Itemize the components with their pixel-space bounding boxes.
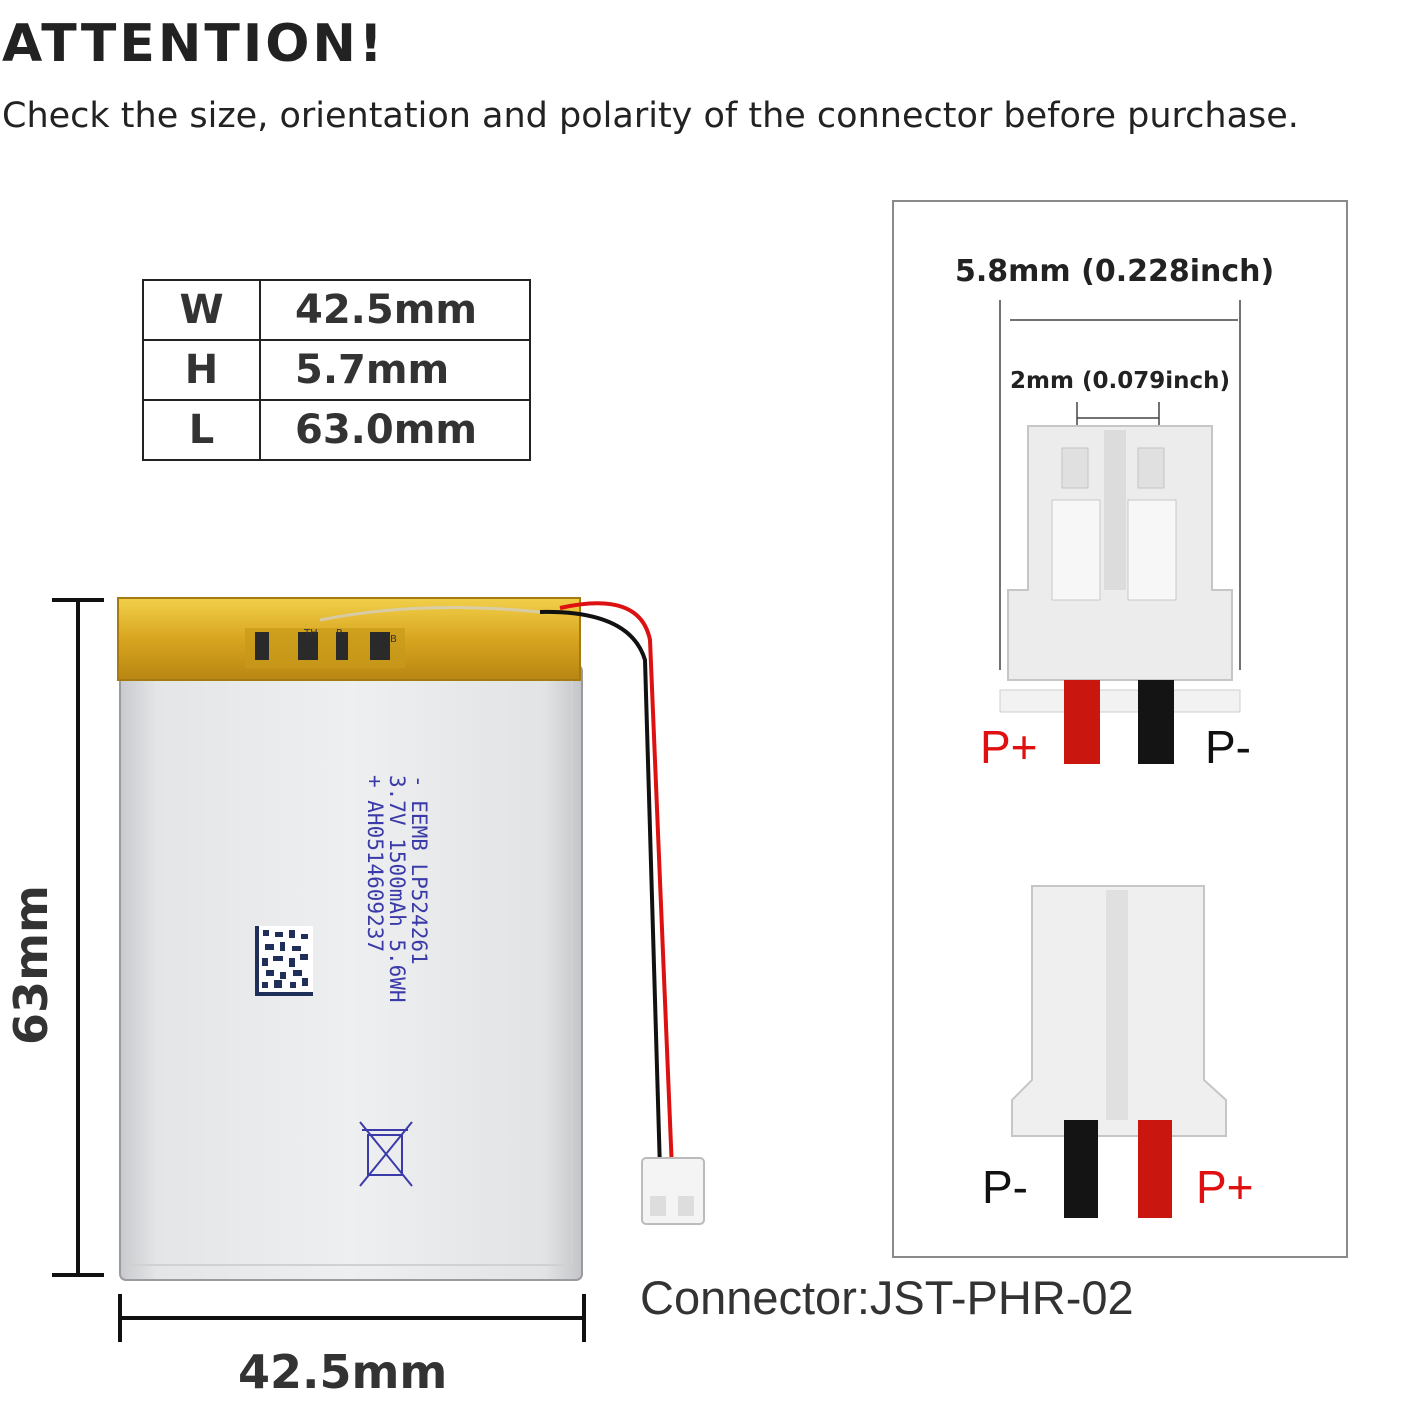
height-label: 63mm [0, 880, 62, 1050]
polarity-negative-label: P- [1205, 721, 1251, 773]
dimension-key: H [142, 339, 261, 401]
polarity-negative-label: P- [982, 1161, 1028, 1213]
battery-print-line: 3.7V 1500mAh 5.6WH [385, 775, 409, 1003]
connector-top-view [999, 425, 1241, 764]
page-title: ATTENTION! [2, 14, 386, 74]
battery-wires [539, 601, 674, 1171]
dimension-value: 63.0mm [259, 399, 531, 461]
battery-connector [641, 1157, 705, 1225]
connector-model-label: Connector:JST-PHR-02 [640, 1271, 1134, 1324]
outer-width-dimension [999, 300, 1241, 670]
dimension-key: W [142, 279, 261, 341]
battery-illustration: TH P- B - EEMB LP524261 3.7V 1500mAh 5.6… [52, 597, 705, 1342]
battery-foil-tab: TH P- B [117, 597, 581, 681]
tab-mark: B [390, 634, 397, 645]
dimension-value: 42.5mm [259, 279, 531, 341]
connector-bottom-view [1011, 885, 1227, 1218]
dimension-table: W 42.5mm H 5.7mm L 63.0mm [142, 279, 531, 461]
battery-print-line: - EEMB LP524261 [407, 775, 431, 965]
polarity-positive-label: P+ [980, 721, 1038, 773]
dimension-row-width: W 42.5mm [142, 279, 531, 341]
dimension-key: L [142, 399, 261, 461]
width-dimension-line [118, 1294, 586, 1342]
battery-print-line: + AH0514609237 [363, 775, 387, 952]
width-label: 42.5mm [238, 1345, 448, 1399]
crossed-bin-icon [359, 1121, 413, 1187]
battery-print: - EEMB LP524261 3.7V 1500mAh 5.6WH + AH0… [363, 775, 431, 1003]
dimension-row-length: L 63.0mm [142, 399, 531, 461]
tab-mark: TH [303, 628, 318, 639]
connector-drawings [999, 300, 1241, 1218]
polarity-positive-label: P+ [1196, 1161, 1254, 1213]
tab-mark: P- [336, 628, 346, 639]
dimension-row-height: H 5.7mm [142, 339, 531, 401]
page-subtitle: Check the size, orientation and polarity… [2, 96, 1299, 136]
connector-outer-width: 5.8mm (0.228inch) [955, 254, 1275, 289]
connector-pitch: 2mm (0.079inch) [1010, 368, 1230, 394]
dimension-value: 5.7mm [259, 339, 531, 401]
battery-body [119, 664, 583, 1281]
connector-detail-panel [892, 200, 1348, 1258]
height-dimension-line [52, 598, 104, 1277]
height-label-text: 63mm [4, 885, 58, 1045]
data-matrix-code [255, 926, 313, 996]
